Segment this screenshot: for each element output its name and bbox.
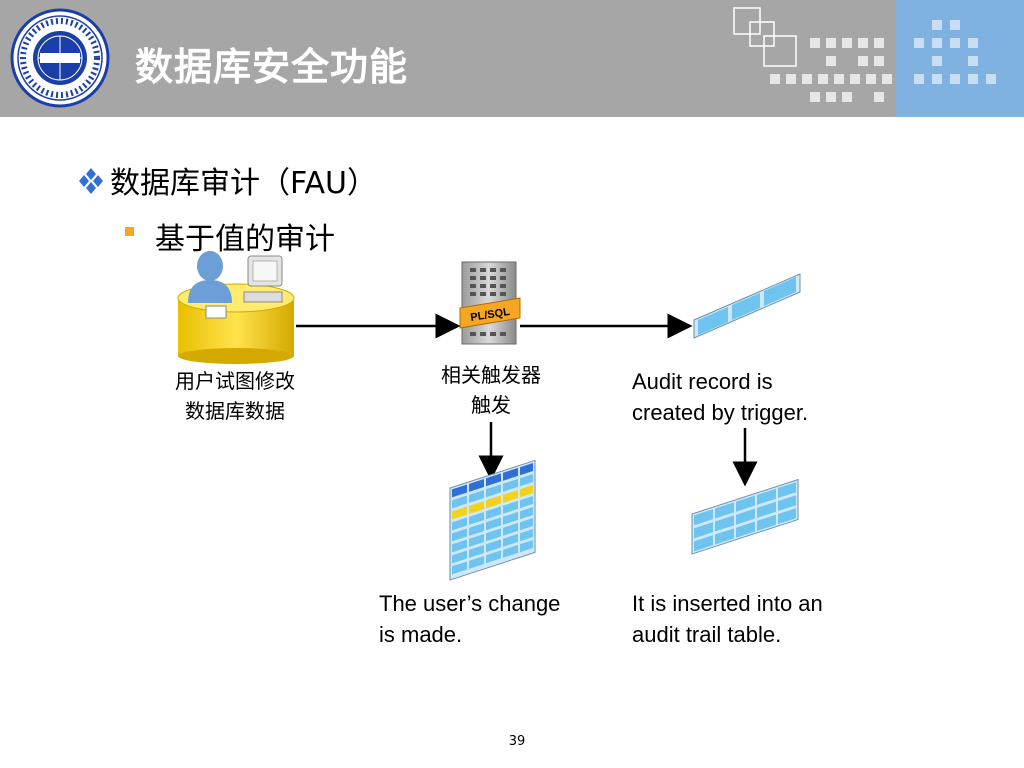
bullet-level2: 基于值的审计 <box>155 222 335 257</box>
audit-record-caption: Audit record is created by trigger. <box>632 366 808 428</box>
page-title: 数据库安全功能 <box>135 45 409 89</box>
audit-caption-line1: Audit record is <box>632 369 773 394</box>
user-caption-line2: 数据库数据 <box>185 399 285 423</box>
header-accent <box>896 0 1024 117</box>
insert-caption-line2: audit trail table. <box>632 622 782 647</box>
user-caption: 用户试图修改 数据库数据 <box>150 366 320 426</box>
change-caption-line1: The user’s change <box>379 591 561 616</box>
trigger-caption-line1: 相关触发器 <box>441 363 541 387</box>
square-bullet-icon <box>125 227 134 236</box>
plsql-server-icon: PL/SQL <box>459 261 521 345</box>
header-decoration <box>733 7 996 102</box>
insert-caption-line1: It is inserted into an <box>632 591 823 616</box>
user-computer-icon <box>177 251 295 364</box>
audit-table-icon <box>691 478 799 555</box>
change-caption: The user’s change is made. <box>379 588 560 650</box>
diamond-bullet-icon <box>79 168 103 194</box>
bullet-level1: 数据库审计（FAU） <box>110 166 377 201</box>
header-bar <box>0 0 1024 117</box>
data-table-icon <box>449 459 536 581</box>
trigger-caption: 相关触发器 触发 <box>420 360 562 420</box>
change-caption-line2: is made. <box>379 622 463 647</box>
logo-seal <box>10 8 110 108</box>
user-caption-line1: 用户试图修改 <box>175 369 295 393</box>
page-number: 39 <box>508 734 526 749</box>
trigger-caption-line2: 触发 <box>471 393 511 417</box>
insert-caption: It is inserted into an audit trail table… <box>632 588 823 650</box>
audit-record-icon <box>693 273 801 339</box>
audit-caption-line2: created by trigger. <box>632 400 809 425</box>
